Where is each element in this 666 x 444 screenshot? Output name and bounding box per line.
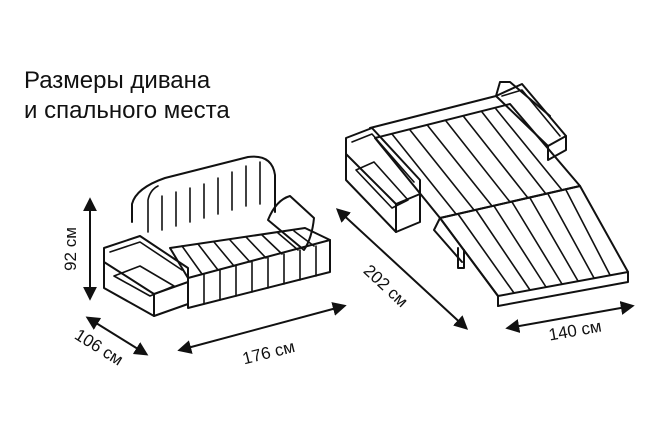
- seat-stripes: [181, 230, 315, 275]
- sofa-backrest: [131, 155, 276, 223]
- depth-arrow: [85, 316, 149, 356]
- bed-lower-stripes: [457, 189, 611, 294]
- width-label: 176 см: [241, 337, 297, 368]
- title-line-2: и спального места: [24, 97, 230, 124]
- dimension-arrows: [83, 197, 635, 356]
- bed-leg: [457, 247, 465, 269]
- bed-backrest: [369, 81, 551, 129]
- backrest-stripes: [147, 161, 261, 233]
- bed-right-armrest: [495, 83, 567, 147]
- bed-width-label: 140 см: [547, 317, 603, 345]
- diagram-title: Размеры дивана и спального места: [24, 66, 230, 126]
- sofa-unfolded-illustration: [345, 81, 629, 307]
- sofa-folded-illustration: [103, 155, 331, 317]
- height-label: 92 см: [61, 227, 80, 271]
- front-stripes: [203, 245, 317, 305]
- depth-label: 106 см: [71, 325, 126, 369]
- bed-front-panel: [497, 271, 629, 307]
- bed-length-label: 202 см: [360, 261, 412, 311]
- bed-upper-stripes: [391, 108, 563, 215]
- bed-width-arrow: [505, 301, 635, 333]
- title-line-1: Размеры дивана: [24, 67, 211, 94]
- sofa-seat: [169, 227, 331, 279]
- bed-length-arrow: [335, 208, 469, 330]
- sofa-cushion: [267, 195, 315, 251]
- width-arrow: [177, 302, 347, 354]
